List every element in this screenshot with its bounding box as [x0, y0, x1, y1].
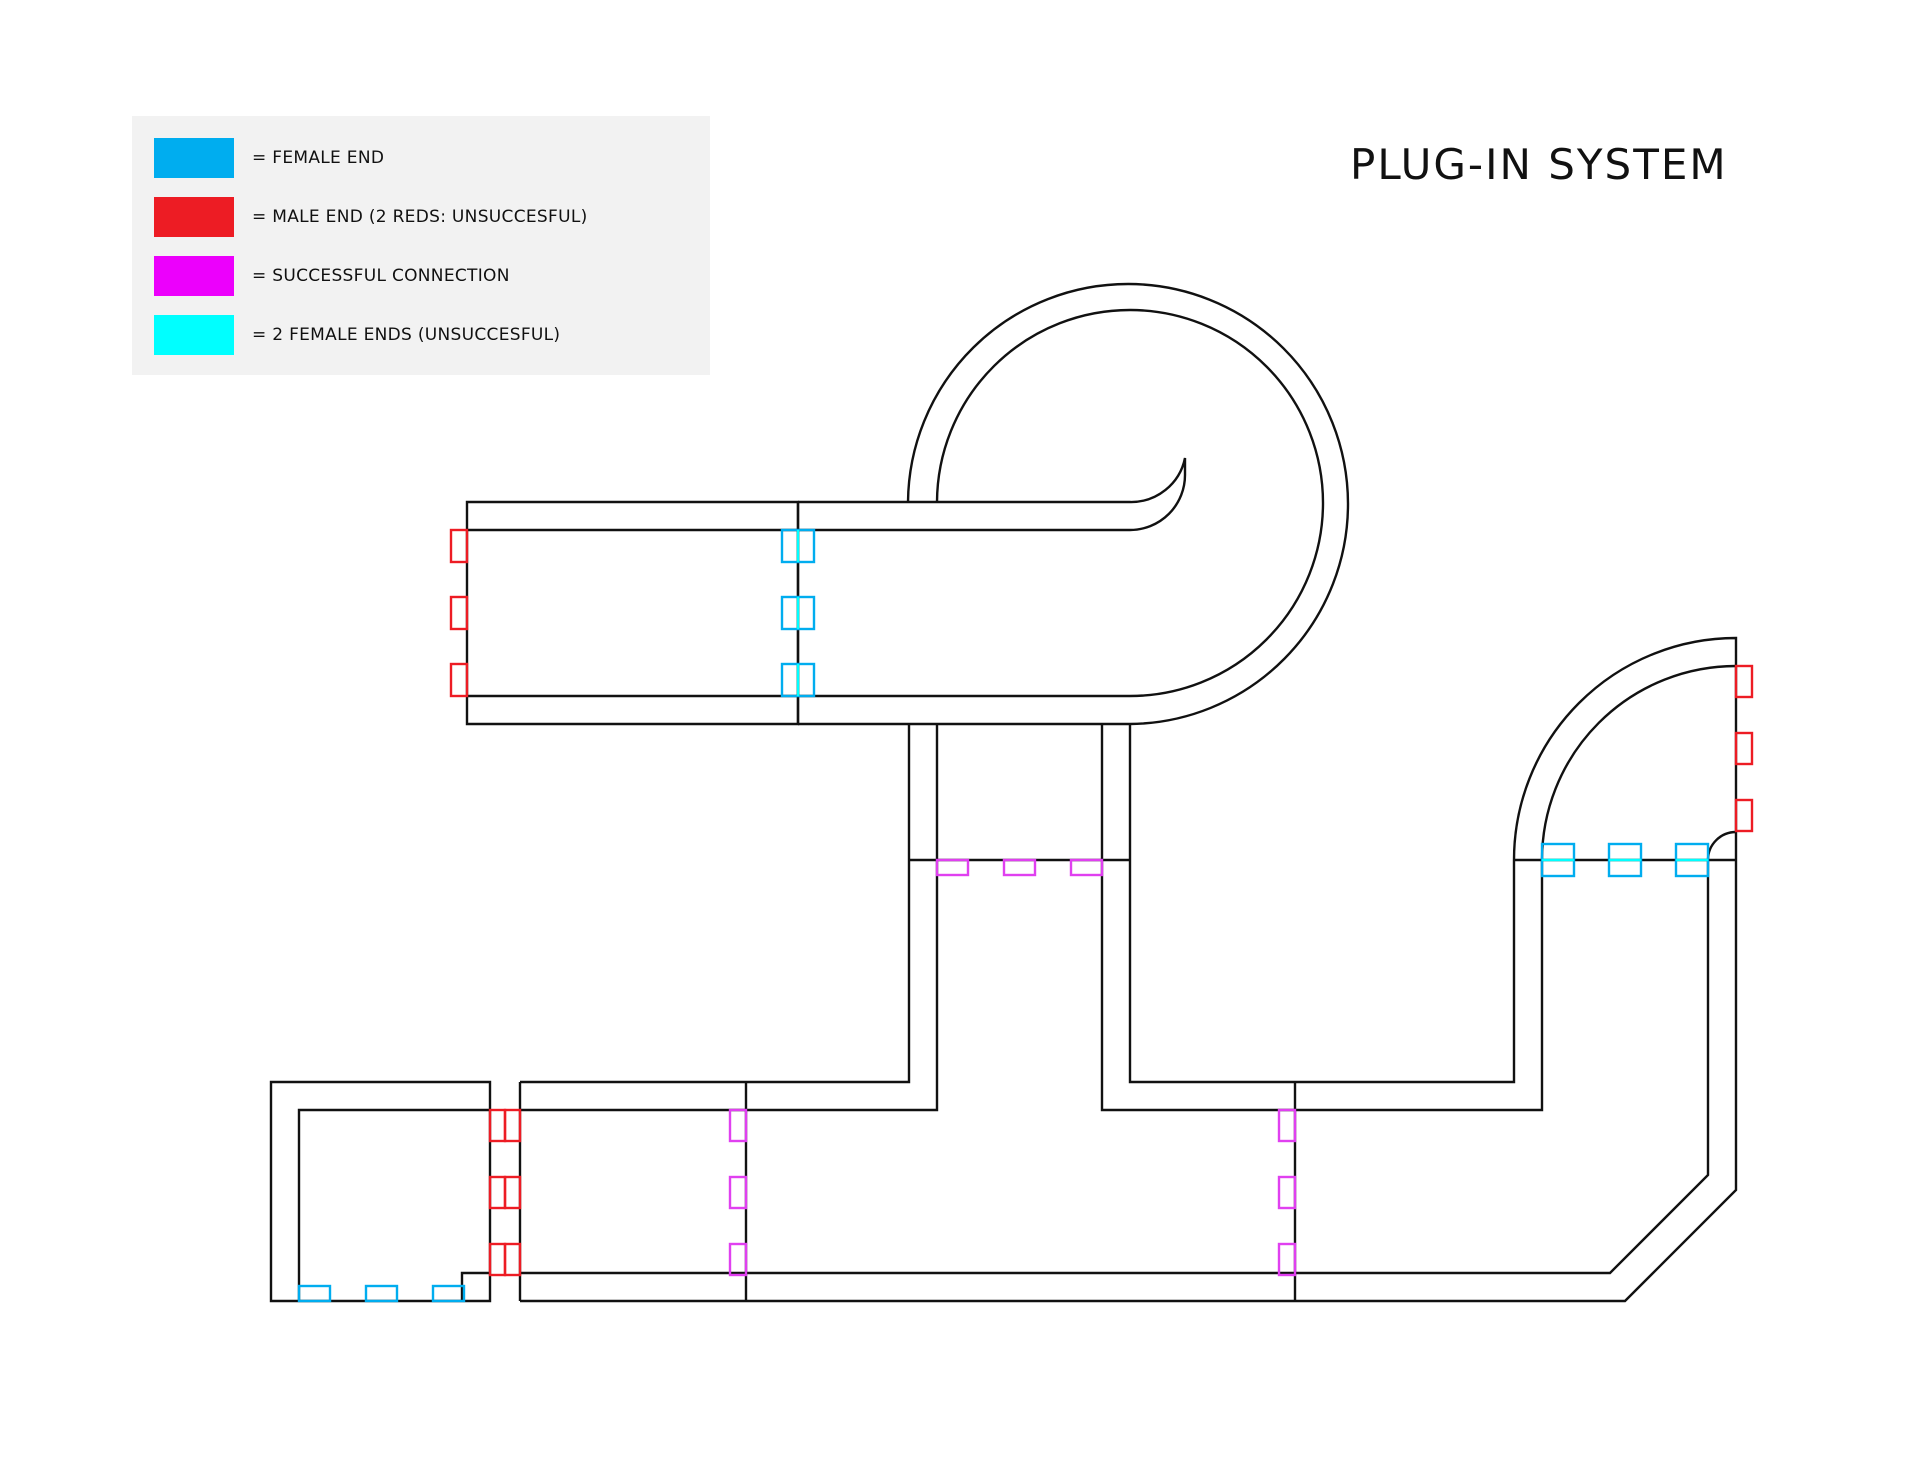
legend-item-female-end: = FEMALE END: [154, 138, 384, 178]
track-vertical-right: [1100, 724, 1295, 1112]
female-end-swatch: [154, 138, 234, 178]
connectors: [297, 528, 1754, 1303]
track-bottom-left-square: [269, 1080, 492, 1303]
legend-label: = SUCCESSFUL CONNECTION: [252, 266, 510, 286]
page-title: PLUG-IN SYSTEM: [1350, 140, 1728, 189]
track-vertical-left: [746, 724, 939, 1112]
track-right-down: [1295, 860, 1738, 1303]
male-connector: [449, 662, 469, 698]
male-connector: [488, 1242, 507, 1277]
successful-connector: [935, 858, 970, 877]
successful-connection-swatch: [154, 256, 234, 296]
male-connector: [503, 1175, 522, 1210]
successful-connector: [728, 1175, 748, 1210]
successful-connector: [1277, 1175, 1297, 1210]
male-connector: [488, 1108, 507, 1143]
track-right-curve: [1512, 636, 1738, 862]
female-connector: [297, 1284, 332, 1303]
legend-item-two-female-ends: = 2 FEMALE ENDS (UNSUCCESFUL): [154, 315, 560, 355]
male-connector: [1734, 731, 1754, 766]
male-connector: [1734, 798, 1754, 833]
successful-connector: [1002, 858, 1037, 877]
track-top-left-block: [465, 500, 800, 726]
legend-label: = FEMALE END: [252, 148, 385, 168]
male-connector: [503, 1108, 522, 1143]
male-connector: [1734, 664, 1754, 699]
two-female-ends-swatch: [154, 315, 234, 355]
successful-connector: [1277, 1108, 1297, 1143]
male-end-swatch: [154, 197, 234, 237]
track-bottom-left-straight: [518, 1080, 746, 1303]
successful-connector: [728, 1108, 748, 1143]
legend: = FEMALE END = MALE END (2 REDS: UNSUCCE…: [132, 116, 710, 375]
successful-connector: [1069, 858, 1104, 877]
track-bottom-middle: [744, 1082, 1297, 1303]
female-connector: [364, 1284, 399, 1303]
legend-label: = MALE END (2 REDS: UNSUCCESFUL): [252, 207, 588, 227]
male-connector: [488, 1175, 507, 1210]
legend-label: = 2 FEMALE ENDS (UNSUCCESFUL): [252, 325, 561, 345]
track-spiral: [796, 282, 1350, 726]
female-connector: [431, 1284, 466, 1303]
successful-connector: [728, 1242, 748, 1277]
legend-item-successful-connection: = SUCCESSFUL CONNECTION: [154, 256, 510, 296]
male-connector: [449, 528, 469, 564]
male-connector: [449, 595, 469, 631]
successful-connector: [1277, 1242, 1297, 1277]
legend-item-male-end: = MALE END (2 REDS: UNSUCCESFUL): [154, 197, 588, 237]
male-connector: [503, 1242, 522, 1277]
